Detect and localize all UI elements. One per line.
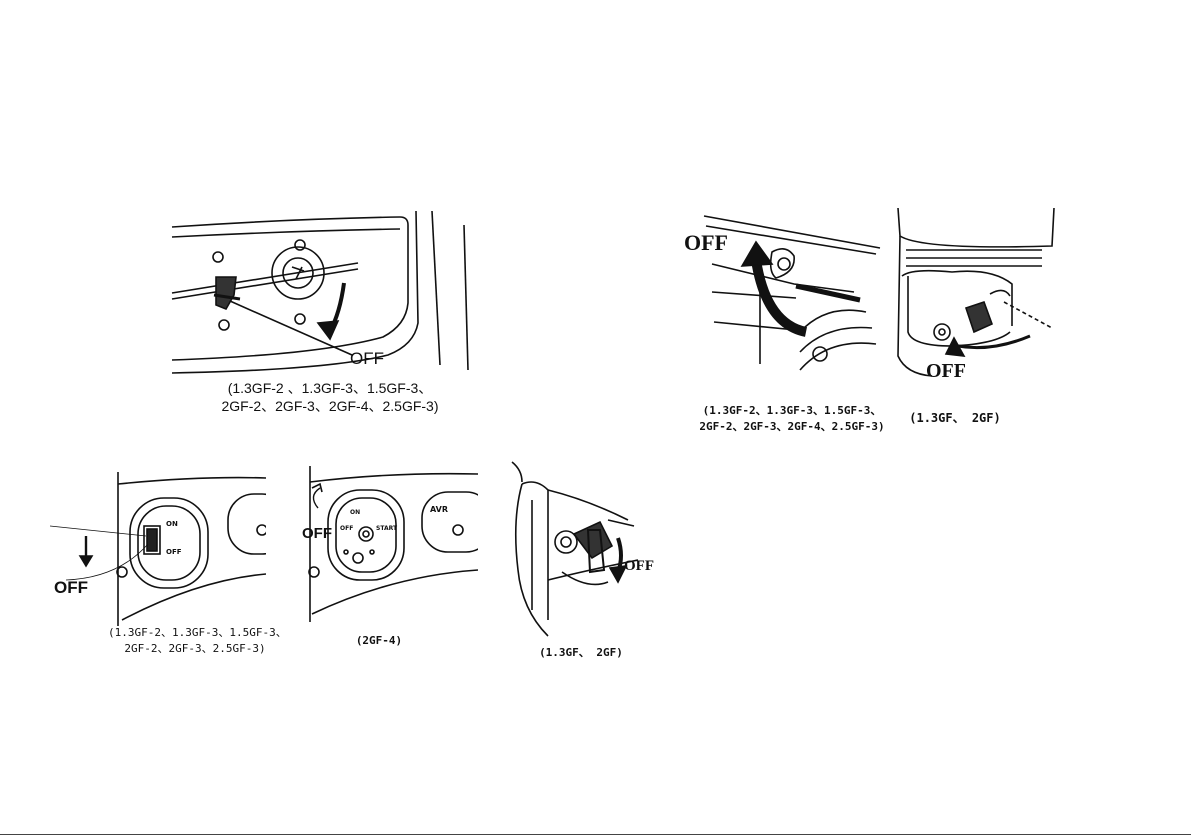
choke-knob-off-label: OFF — [926, 357, 986, 383]
key-start-label: START — [376, 525, 398, 532]
fuel-valve-off-label: OFF — [350, 349, 384, 369]
choke-off-label: OFF — [684, 228, 754, 258]
choke-knob-caption: (1.3GF、 2GF) — [893, 410, 1017, 426]
fuel-valve-caption-line1: (1.3GF-2 、1.3GF-3、1.5GF-3、 — [206, 379, 454, 397]
page-bottom-rule — [0, 834, 1191, 835]
choke-lever-caption-line1: (1.3GF-2、1.3GF-3、1.5GF-3、 — [696, 403, 888, 419]
rocker-off-text: OFF — [54, 578, 88, 597]
fuel-valve-figure — [168, 205, 483, 375]
key-on-label: ON — [350, 509, 360, 516]
key-switch-off-text: OFF — [302, 525, 332, 542]
rocker-switch-caption-line1: (1.3GF-2、1.3GF-3、1.5GF-3、 — [108, 625, 282, 641]
key-switch-off-label: OFF — [302, 521, 342, 543]
choke-lever-caption: (1.3GF-2、1.3GF-3、1.5GF-3、 2GF-2、2GF-3、2G… — [696, 403, 888, 435]
engine-switch-figure — [508, 460, 658, 642]
rocker-switch-figure: ON OFF — [48, 470, 266, 628]
choke-knob-caption-line1: (1.3GF、 2GF) — [893, 410, 1017, 426]
rocker-off-small-label: OFF — [166, 548, 182, 556]
fuel-valve-caption: (1.3GF-2 、1.3GF-3、1.5GF-3、 2GF-2、2GF-3、2… — [206, 379, 454, 415]
key-switch-figure: ON OFF START AVR — [302, 460, 478, 626]
rocker-on-label: ON — [166, 520, 178, 528]
key-switch-caption-line1: (2GF-4) — [346, 633, 412, 649]
choke-off-text: OFF — [684, 230, 728, 255]
key-switch-caption: (2GF-4) — [346, 633, 412, 649]
rocker-off-label: OFF — [54, 575, 94, 597]
rocker-switch-caption: (1.3GF-2、1.3GF-3、1.5GF-3、 2GF-2、2GF-3、2.… — [108, 625, 282, 657]
fuel-valve-caption-line2: 2GF-2、2GF-3、2GF-4、2.5GF-3) — [206, 397, 454, 415]
key-avr-label: AVR — [430, 505, 448, 514]
rocker-switch-caption-line2: 2GF-2、2GF-3、2.5GF-3) — [108, 641, 282, 657]
choke-knob-off-text: OFF — [926, 360, 966, 382]
engine-switch-off-label: OFF — [624, 558, 654, 575]
engine-switch-caption-line1: (1.3GF、 2GF) — [529, 645, 633, 661]
choke-lever-caption-line2: 2GF-2、2GF-3、2GF-4、2.5GF-3) — [696, 419, 888, 435]
engine-switch-caption: (1.3GF、 2GF) — [529, 645, 633, 661]
